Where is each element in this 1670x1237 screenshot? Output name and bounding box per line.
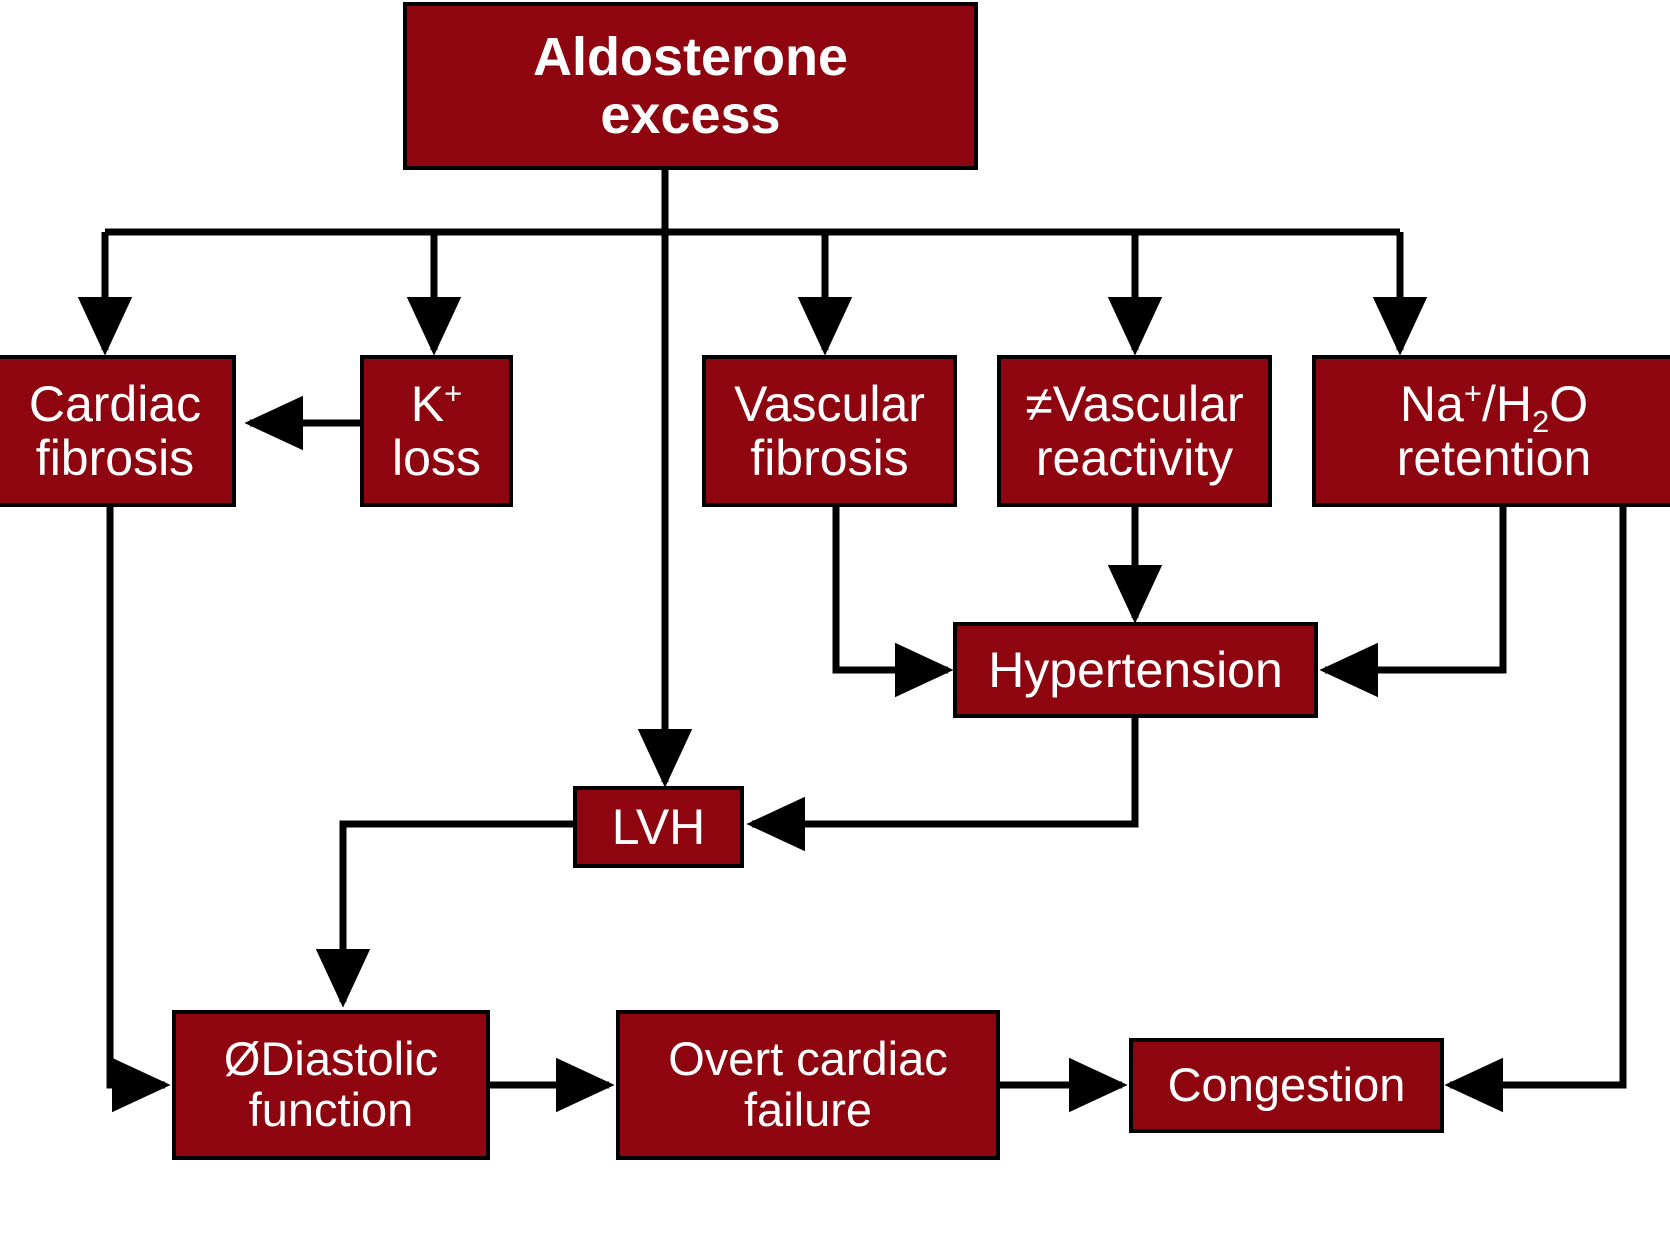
node-label: LVH [611,799,706,855]
edge-lvh-to-diastolic-function [315,820,573,1008]
na-line1-a: Na [1399,376,1464,432]
node-label: ≠Vascular reactivity [1025,376,1244,486]
node-label: K+ loss [392,377,481,485]
node-vascular-fibrosis[interactable]: Vascular fibrosis [702,355,957,507]
h2o-subscript: 2 [1531,404,1550,439]
node-label: ØDiastolic function [223,1032,439,1136]
edge-hypertension-to-lvh [746,718,1139,852]
edge-vascular-fibrosis-to-hypertension [832,507,954,698]
node-label: Cardiac fibrosis [28,376,202,486]
edge-cardiac-fibrosis-to-diastolic-function [106,500,171,1113]
node-label: Overt cardiac failure [668,1032,948,1136]
na-superscript: + [1463,375,1482,411]
na-line1-b: /H [1481,376,1532,432]
node-label: Vascular fibrosis [734,376,925,486]
node-label: Hypertension [988,642,1283,698]
edge-na-h2o-to-hypertension [1319,507,1507,698]
node-diastolic-function[interactable]: ØDiastolic function [172,1010,490,1160]
node-hypertension[interactable]: Hypertension [953,622,1318,718]
node-aldosterone-excess[interactable]: Aldosterone excess [403,2,978,170]
node-k-loss[interactable]: K+ loss [360,355,513,507]
na-line1-c: O [1549,376,1589,432]
node-label: Aldosterone excess [532,26,849,145]
node-vascular-reactivity[interactable]: ≠Vascular reactivity [997,355,1272,507]
edge-group-main [77,170,1627,1113]
node-lvh[interactable]: LVH [573,786,744,868]
node-overt-cardiac-failure[interactable]: Overt cardiac failure [616,1010,1000,1160]
edge-na-h2o-to-congestion [1444,507,1627,1113]
node-cardiac-fibrosis[interactable]: Cardiac fibrosis [0,355,236,507]
k-loss-line1-base: K [410,376,445,432]
node-label: Congestion [1167,1058,1406,1112]
na-line2: retention [1396,430,1592,486]
k-loss-superscript: + [444,375,463,411]
k-loss-line2: loss [392,430,481,486]
node-congestion[interactable]: Congestion [1129,1038,1444,1133]
